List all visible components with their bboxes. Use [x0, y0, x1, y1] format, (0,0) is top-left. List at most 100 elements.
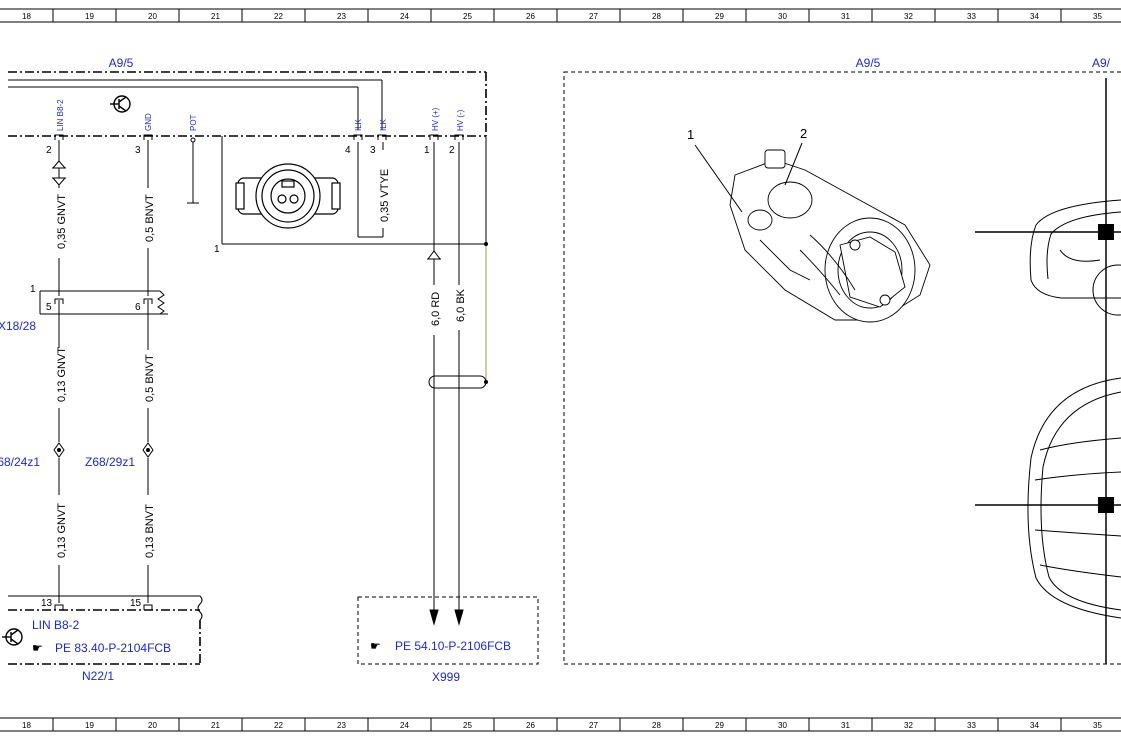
grid-column-label: 20 [148, 12, 157, 21]
grid-column-label: 24 [400, 12, 409, 21]
connector-pin [54, 298, 64, 304]
pin-label-gnd: GND [144, 113, 153, 131]
wire-label: 6,0 BK [455, 288, 467, 322]
grid-column-label: 29 [715, 721, 724, 730]
a9-5-illustration-box [563, 71, 1121, 665]
compressor-drawing [729, 149, 931, 323]
component-label-a9-5: A9/5 [109, 56, 134, 70]
ref-z68-24z1: Z68/24z1 [0, 455, 40, 469]
wire-label: 0,13 BNVT [144, 504, 156, 558]
pin-number: 2 [46, 145, 52, 156]
grid-column-label: 25 [463, 12, 472, 21]
n22-1-box [8, 595, 203, 665]
arrow-head-icon [427, 250, 441, 260]
grid-column-label: 35 [1093, 721, 1102, 730]
component-label-a9-5-right: A9/5 [856, 56, 881, 70]
pin-number: 3 [135, 145, 141, 156]
grid-column-label: 28 [652, 12, 661, 21]
component-label-n22-1: N22/1 [82, 669, 114, 683]
grid-column-label: 32 [904, 12, 913, 21]
component-label-x999: X999 [432, 670, 460, 684]
ref-x18-28: X18/28 [0, 319, 36, 333]
diode-icon [51, 160, 67, 186]
grid-column-label: 18 [22, 12, 31, 21]
grid-column-label: 22 [274, 721, 283, 730]
grid-column-label: 31 [841, 721, 850, 730]
grid-column-label: 22 [274, 12, 283, 21]
ref-lin-b8-2: LIN B8-2 [32, 618, 80, 632]
ref-pe-83[interactable]: PE 83.40-P-2104FCB [55, 641, 171, 655]
transistor-icon [2, 628, 23, 646]
grid-column-label: 25 [463, 721, 472, 730]
component-label-a9-edge: A9/ [1092, 56, 1111, 70]
grid-column-label: 27 [589, 721, 598, 730]
ref-z68-29z1: Z68/29z1 [85, 455, 135, 469]
pin-label-hv-minus: HV (-) [456, 109, 465, 131]
pot-pin [190, 137, 196, 143]
pin-number: 4 [345, 145, 351, 156]
pin-label-pot: POT [189, 114, 198, 131]
connector-plug-icon [235, 163, 341, 229]
pin-number: 1 [214, 244, 220, 255]
grid-column-label: 30 [778, 12, 787, 21]
grid-column-label: 33 [967, 721, 976, 730]
x999-box [357, 596, 539, 665]
pin-number: 13 [41, 598, 53, 609]
a9-5-control-box [8, 71, 487, 137]
transistor-icon [110, 95, 131, 113]
grid-column-label: 21 [211, 721, 220, 730]
wire-label: 0,35 GNVT [56, 194, 68, 249]
wire-label: 0,13 GNVT [56, 347, 68, 402]
callout-number: 2 [800, 126, 807, 141]
callout-number: 1 [687, 127, 694, 142]
pin-label-ilk-2: ILK [379, 118, 388, 131]
pointing-hand-icon: ☛ [370, 639, 381, 653]
grid-column-label: 34 [1030, 721, 1039, 730]
junction-dot [484, 242, 488, 246]
grid-column-label: 33 [967, 12, 976, 21]
splice-icon [53, 442, 154, 458]
pointing-hand-icon: ☛ [32, 641, 43, 655]
pin-number: 1 [30, 284, 36, 295]
grid-column-label: 26 [526, 721, 535, 730]
grid-column-label: 18 [22, 721, 31, 730]
wire-label: 0,35 VTYE [379, 169, 391, 222]
pin-number: 3 [370, 145, 376, 156]
grid-column-label: 34 [1030, 12, 1039, 21]
pin-number: 2 [449, 145, 455, 156]
grid-column-label: 24 [400, 721, 409, 730]
grid-column-label: 19 [85, 12, 94, 21]
pin-label-lin: LIN B8-2 [56, 99, 65, 131]
marker-square [1098, 497, 1114, 513]
callout-leader [784, 142, 803, 186]
grid-column-label: 35 [1093, 12, 1102, 21]
connector-pins [54, 134, 464, 140]
arrow-down-icon [429, 609, 464, 626]
grid-column-label: 20 [148, 721, 157, 730]
grid-column-label: 31 [841, 12, 850, 21]
pin-number: 6 [135, 302, 141, 313]
grid-column-label: 21 [211, 12, 220, 21]
wire-lines [39, 136, 487, 610]
grid-column-label: 30 [778, 721, 787, 730]
grid-column-label: 26 [526, 12, 535, 21]
resistor-icon [157, 290, 165, 315]
vehicle-front-drawing [1027, 199, 1121, 619]
callout-leader [694, 144, 743, 213]
wire-label: 6,0 RD [430, 292, 442, 326]
pin-label-ilk-1: ILK [354, 118, 363, 131]
pin-number: 5 [46, 302, 52, 313]
grid-column-label: 19 [85, 721, 94, 730]
wire-label: 0,5 BNVT [144, 354, 156, 402]
grid-column-label: 32 [904, 721, 913, 730]
grid-column-label: 23 [337, 721, 346, 730]
pin-label-hv-plus: HV (+) [431, 107, 440, 131]
marker-square [1098, 224, 1114, 240]
pin-number: 1 [424, 145, 430, 156]
grid-column-label: 27 [589, 12, 598, 21]
grid-column-label: 29 [715, 12, 724, 21]
ref-pe-54[interactable]: PE 54.10-P-2106FCB [395, 639, 511, 653]
